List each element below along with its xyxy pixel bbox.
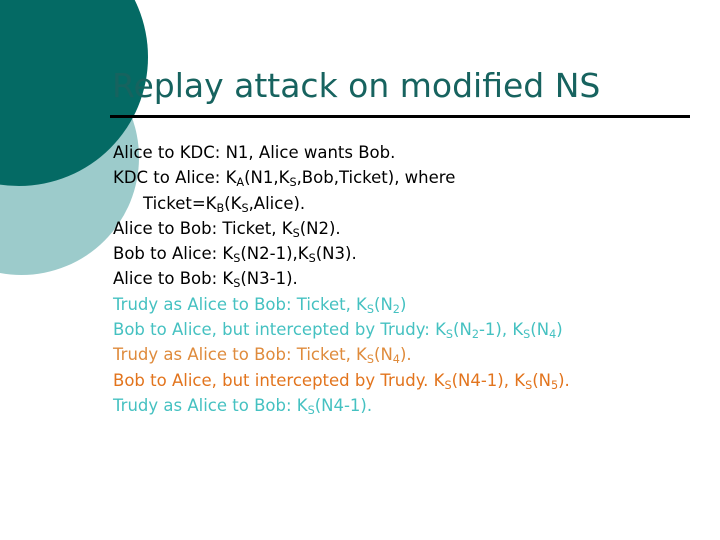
text-run: (K	[224, 193, 242, 213]
text-run: Alice to KDC: N1, Alice wants Bob.	[113, 143, 396, 162]
page-title: Replay attack on modified NS	[112, 66, 601, 105]
text-run: Bob to Alice, but intercepted by Trudy. …	[113, 370, 445, 390]
subscript-text: 4	[392, 353, 400, 367]
protocol-step-line: Bob to Alice, but intercepted by Trudy: …	[113, 317, 713, 342]
text-run: )	[556, 320, 563, 340]
protocol-step-line: Trudy as Alice to Bob: Ticket, KS(N4).	[113, 342, 713, 367]
text-run: Alice to Bob: Ticket, K	[113, 218, 293, 238]
subscript-text: 2	[471, 327, 479, 341]
text-run: Alice to Bob: K	[113, 269, 234, 289]
subscript-text: 2	[392, 302, 400, 316]
text-run: Ticket=K	[143, 193, 217, 213]
subscript-text: 4	[549, 327, 557, 341]
subscript-text: 5	[550, 378, 559, 392]
protocol-step-line: Trudy as Alice to Bob: Ticket, KS(N2)	[113, 292, 713, 317]
protocol-step-line: KDC to Alice: KA(N1,KS,Bob,Ticket), wher…	[113, 165, 713, 190]
text-run: Trudy as Alice to Bob: K	[113, 395, 308, 415]
subscript-text: S	[308, 252, 316, 266]
text-run: (N	[530, 320, 550, 340]
protocol-step-line: Trudy as Alice to Bob: KS(N4-1).	[113, 393, 713, 418]
text-run: ).	[399, 345, 412, 365]
text-run: (N4-1), K	[451, 370, 526, 390]
subscript-text: S	[307, 403, 315, 417]
text-run: Bob to Alice: K	[113, 244, 234, 264]
text-run: (N3).	[315, 244, 357, 264]
text-run: (N	[453, 320, 472, 340]
text-run: Trudy as Alice to Bob: Ticket, K	[113, 345, 367, 365]
text-run: (N4-1).	[314, 395, 373, 415]
subscript-text: B	[216, 201, 225, 215]
subscript-text: S	[289, 176, 297, 190]
protocol-step-line: Alice to Bob: KS(N3-1).	[113, 266, 713, 291]
protocol-step-line: Alice to KDC: N1, Alice wants Bob.	[113, 140, 713, 165]
subscript-text: S	[445, 327, 454, 341]
subscript-text: S	[366, 353, 375, 367]
text-run: (N2).	[299, 218, 341, 238]
text-run: ,Bob,Ticket), where	[296, 168, 456, 188]
text-run: (N	[532, 370, 551, 390]
text-run: (N3-1).	[240, 269, 298, 289]
text-run: (N	[374, 294, 393, 314]
subscript-text: S	[292, 226, 300, 240]
slide-body-text: Alice to KDC: N1, Alice wants Bob. KDC to…	[113, 140, 713, 418]
subscript-text: A	[236, 176, 245, 190]
title-divider	[110, 115, 690, 118]
protocol-step-line: Bob to Alice, but intercepted by Trudy. …	[113, 368, 713, 393]
text-run: -1), K	[478, 320, 524, 340]
subscript-text: S	[444, 378, 452, 392]
subscript-text: S	[233, 252, 241, 266]
protocol-step-line: Ticket=KB(KS,Alice).	[113, 191, 713, 216]
subscript-text: S	[366, 302, 375, 316]
protocol-step-line: Alice to Bob: Ticket, KS(N2).	[113, 216, 713, 241]
subscript-text: S	[233, 277, 241, 291]
text-run: Trudy as Alice to Bob: Ticket, K	[113, 294, 367, 314]
subscript-text: S	[241, 201, 249, 215]
text-run: ,Alice).	[248, 193, 306, 213]
text-run: ).	[558, 370, 570, 390]
text-run: Bob to Alice, but intercepted by Trudy: …	[113, 320, 446, 340]
text-run: (N2-1),K	[240, 244, 309, 264]
subscript-text: S	[523, 327, 531, 341]
text-run: KDC to Alice: K	[113, 168, 237, 188]
protocol-step-line: Bob to Alice: KS(N2-1),KS(N3).	[113, 241, 713, 266]
subscript-text: S	[525, 378, 533, 392]
text-run: )	[399, 294, 407, 314]
text-run: (N1,K	[244, 168, 290, 188]
text-run: (N	[374, 345, 393, 365]
